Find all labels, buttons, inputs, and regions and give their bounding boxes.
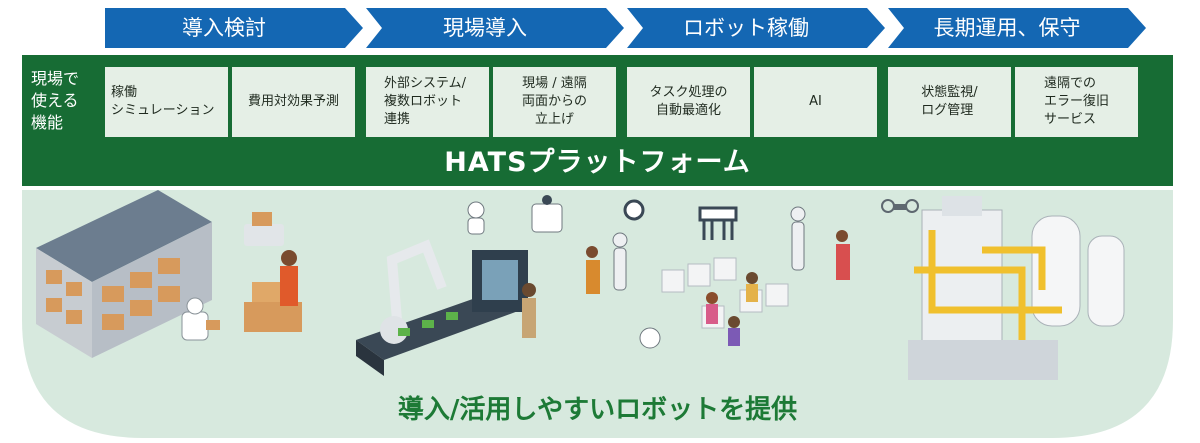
stage-arrow-evaluation: 導入検討 bbox=[105, 8, 363, 48]
scene-background bbox=[22, 190, 1173, 438]
drone-icon bbox=[881, 199, 919, 213]
service-robot-illustration bbox=[467, 195, 738, 349]
feature-operation-simulation: 稼働 シミュレーション bbox=[105, 67, 228, 137]
warehouse-rack-illustration bbox=[36, 190, 212, 358]
feature-status-monitoring: 状態監視/ ログ管理 bbox=[888, 67, 1011, 137]
stage-label: 長期運用、保守 bbox=[933, 16, 1081, 40]
stage-arrow-shape bbox=[888, 8, 1146, 48]
feature-remote-error-recovery: 遠隔での エラー復旧 サービス bbox=[1015, 67, 1138, 137]
features-label: 現場で 使える 機能 bbox=[31, 69, 80, 132]
stage-arrow-long-term-maintenance: 長期運用、保守 bbox=[888, 8, 1146, 48]
stage-arrow-shape bbox=[627, 8, 885, 48]
stage-arrow-shape bbox=[105, 8, 363, 48]
stage-label: ロボット稼働 bbox=[683, 16, 809, 40]
stage-label: 現場導入 bbox=[443, 16, 527, 40]
waiting-area-chairs-illustration bbox=[661, 257, 789, 346]
stage-label: 導入検討 bbox=[182, 16, 266, 40]
feature-ai: AI bbox=[754, 67, 877, 137]
robot-scene-illustration bbox=[22, 190, 1173, 438]
robot-arm-conveyor-illustration bbox=[356, 239, 532, 376]
stage-arrows: 導入検討 現場導入 ロボット稼働 長期運用、保守 bbox=[105, 8, 1147, 48]
tagline: 導入/活用しやすいロボットを提供 bbox=[397, 395, 798, 425]
feature-cost-effectiveness: 費用対効果予測 bbox=[232, 67, 355, 137]
feature-task-optimization: タスク処理の 自動最適化 bbox=[627, 67, 750, 137]
inspector-worker-illustration bbox=[522, 283, 536, 338]
stage-arrow-site-introduction: 現場導入 bbox=[366, 8, 624, 48]
people-illustration bbox=[586, 230, 850, 294]
platform-name: HATSプラットフォーム bbox=[444, 147, 751, 178]
industrial-plant-illustration bbox=[881, 196, 1125, 380]
forklift-worker-illustration bbox=[244, 212, 302, 332]
feature-onsite-remote-startup: 現場 / 遠隔 両面からの 立上げ bbox=[493, 67, 616, 137]
feature-external-system-integration: 外部システム/ 複数ロボット 連携 bbox=[366, 67, 489, 137]
humanoid-robots-illustration bbox=[612, 206, 806, 291]
stage-arrow-robot-operation: ロボット稼働 bbox=[627, 8, 885, 48]
delivery-robot-illustration bbox=[181, 297, 220, 341]
stage-arrow-shape bbox=[366, 8, 624, 48]
